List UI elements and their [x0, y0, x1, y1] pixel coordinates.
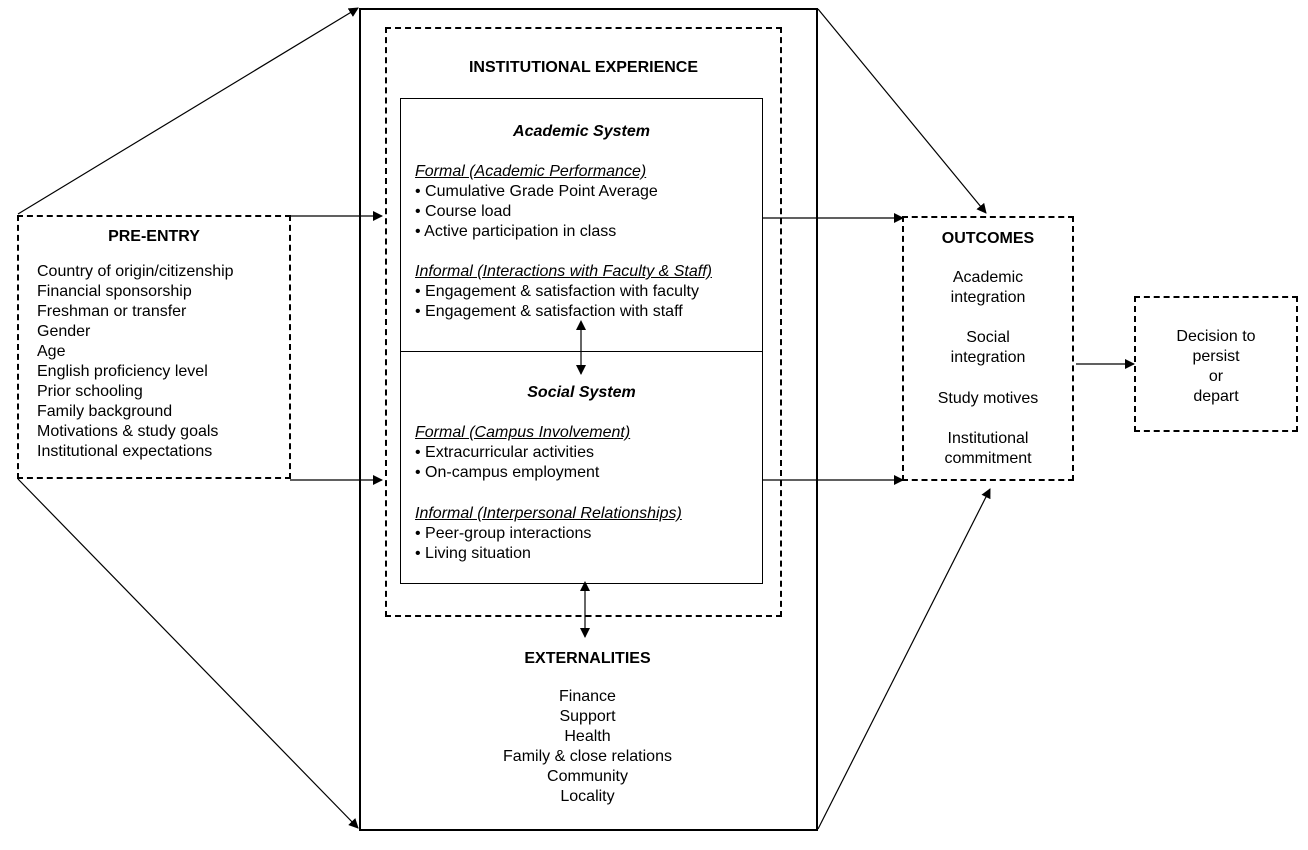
academic-informal-list: • Engagement & satisfaction with faculty…: [415, 282, 712, 322]
outcome-line: Study motives: [937, 390, 1039, 407]
center-frame: [359, 8, 818, 831]
academic-formal-item: • Course load: [415, 203, 512, 220]
social-formal-item: • Extracurricular activities: [415, 444, 594, 461]
decision-line: depart: [1193, 388, 1239, 405]
externalities-title: EXTERNALITIES: [524, 650, 651, 667]
social-formal-heading: Formal (Campus Involvement): [415, 424, 631, 441]
pre-entry-item: Age: [37, 343, 66, 360]
social-formal-item: • On-campus employment: [415, 464, 600, 481]
academic-informal-item: • Engagement & satisfaction with staff: [415, 303, 683, 320]
decision-text: Decision to persist or depart: [1136, 327, 1296, 407]
decision-line: or: [1208, 368, 1224, 385]
academic-system-content: Formal (Academic Performance) • Cumulati…: [415, 162, 712, 322]
outcomes-box: OUTCOMES Academic integration Social int…: [902, 216, 1074, 481]
outcome-line: Institutional: [947, 430, 1029, 447]
academic-informal-item: • Engagement & satisfaction with faculty: [415, 283, 699, 300]
social-informal-heading: Informal (Interpersonal Relationships): [415, 505, 682, 522]
pre-entry-item: Motivations & study goals: [37, 423, 219, 440]
pre-entry-item: English proficiency level: [37, 363, 208, 380]
arrow-preentry-to-bottom: [17, 478, 359, 829]
outcome-item-institutional-commitment: Institutional commitment: [904, 429, 1072, 469]
social-informal-item: • Peer-group interactions: [415, 525, 592, 542]
externalities-item: Community: [547, 768, 628, 785]
decision-line: Decision to: [1176, 328, 1256, 345]
externalities-item: Health: [564, 728, 611, 745]
externalities-item: Support: [559, 708, 616, 725]
arrow-preentry-to-top: [17, 7, 359, 215]
pre-entry-item: Prior schooling: [37, 383, 143, 400]
pre-entry-item: Family background: [37, 403, 173, 420]
outcome-line: Social: [966, 329, 1010, 346]
pre-entry-box: PRE-ENTRY Country of origin/citizenship …: [17, 215, 291, 479]
academic-system-title: Academic System: [513, 123, 650, 140]
decision-line: persist: [1192, 348, 1240, 365]
academic-formal-item: • Active participation in class: [415, 223, 617, 240]
pre-entry-list: Country of origin/citizenship Financial …: [37, 262, 234, 462]
externalities-item: Finance: [559, 688, 616, 705]
systems-box: Academic System Formal (Academic Perform…: [400, 98, 763, 584]
academic-formal-heading: Formal (Academic Performance): [415, 163, 647, 180]
institutional-experience-title: INSTITUTIONAL EXPERIENCE: [468, 59, 699, 76]
externalities-section: EXTERNALITIES Finance Support Health Fam…: [440, 650, 735, 807]
arrow-top-to-outcomes: [817, 8, 987, 214]
academic-informal-heading: Informal (Interactions with Faculty & St…: [415, 263, 712, 280]
decision-box: Decision to persist or depart: [1134, 296, 1298, 432]
outcome-item-study-motives: Study motives: [904, 389, 1072, 409]
outcome-line: integration: [950, 349, 1026, 366]
outcome-line: integration: [950, 289, 1026, 306]
institutional-experience-box: INSTITUTIONAL EXPERIENCE: [385, 27, 782, 617]
externalities-list: Finance Support Health Family & close re…: [440, 687, 735, 807]
pre-entry-item: Freshman or transfer: [37, 303, 187, 320]
pre-entry-item: Institutional expectations: [37, 443, 213, 460]
externalities-item: Locality: [560, 788, 615, 805]
externalities-item: Family & close relations: [503, 748, 672, 765]
outcomes-title: OUTCOMES: [941, 230, 1035, 247]
outcome-line: commitment: [944, 450, 1032, 467]
pre-entry-item: Financial sponsorship: [37, 283, 192, 300]
arrow-bottom-to-outcomes: [817, 488, 991, 830]
social-informal-item: • Living situation: [415, 545, 531, 562]
academic-formal-item: • Cumulative Grade Point Average: [415, 183, 658, 200]
social-system-title: Social System: [527, 384, 636, 401]
pre-entry-item: Country of origin/citizenship: [37, 263, 234, 280]
outcome-line: Academic: [952, 269, 1024, 286]
social-informal-list: • Peer-group interactions • Living situa…: [415, 524, 682, 564]
outcomes-list: Academic integration Social integration …: [904, 268, 1072, 469]
social-formal-list: • Extracurricular activities • On-campus…: [415, 443, 682, 483]
academic-formal-list: • Cumulative Grade Point Average • Cours…: [415, 182, 712, 242]
pre-entry-title: PRE-ENTRY: [108, 228, 200, 245]
social-system-content: Formal (Campus Involvement) • Extracurri…: [415, 423, 682, 564]
systems-divider: [401, 351, 762, 352]
outcome-item-academic-integration: Academic integration: [904, 268, 1072, 308]
pre-entry-item: Gender: [37, 323, 91, 340]
outcome-item-social-integration: Social integration: [904, 328, 1072, 368]
